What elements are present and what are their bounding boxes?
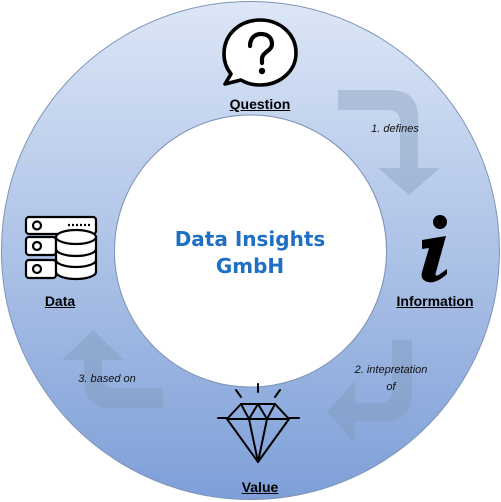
diamond-icon	[217, 383, 300, 463]
arrow-interpretation	[327, 340, 412, 443]
center-title: Data Insights GmbH	[150, 226, 350, 280]
connector-label-defines: 1. defines	[371, 123, 419, 135]
connector-label-interpretation-line1: 2. intepretation	[354, 364, 428, 376]
arrow-based-on	[62, 330, 163, 408]
center-circle	[114, 114, 387, 388]
arrow-defines	[338, 90, 440, 195]
question-bubble-icon	[222, 18, 298, 87]
label-information: Information	[396, 293, 474, 309]
info-icon	[421, 215, 447, 283]
connector-label-interpretation-line2: of	[386, 381, 396, 393]
connector-label-based-on: 3. based on	[78, 373, 136, 385]
center-title-line1: Data Insights	[174, 227, 326, 251]
label-question: Question	[229, 96, 291, 112]
label-value: Value	[241, 479, 279, 495]
database-server-icon	[24, 215, 98, 281]
connector-label-interpretation: 2. intepretation of	[336, 362, 446, 396]
center-title-line2: GmbH	[215, 254, 285, 278]
label-data: Data	[44, 293, 76, 309]
